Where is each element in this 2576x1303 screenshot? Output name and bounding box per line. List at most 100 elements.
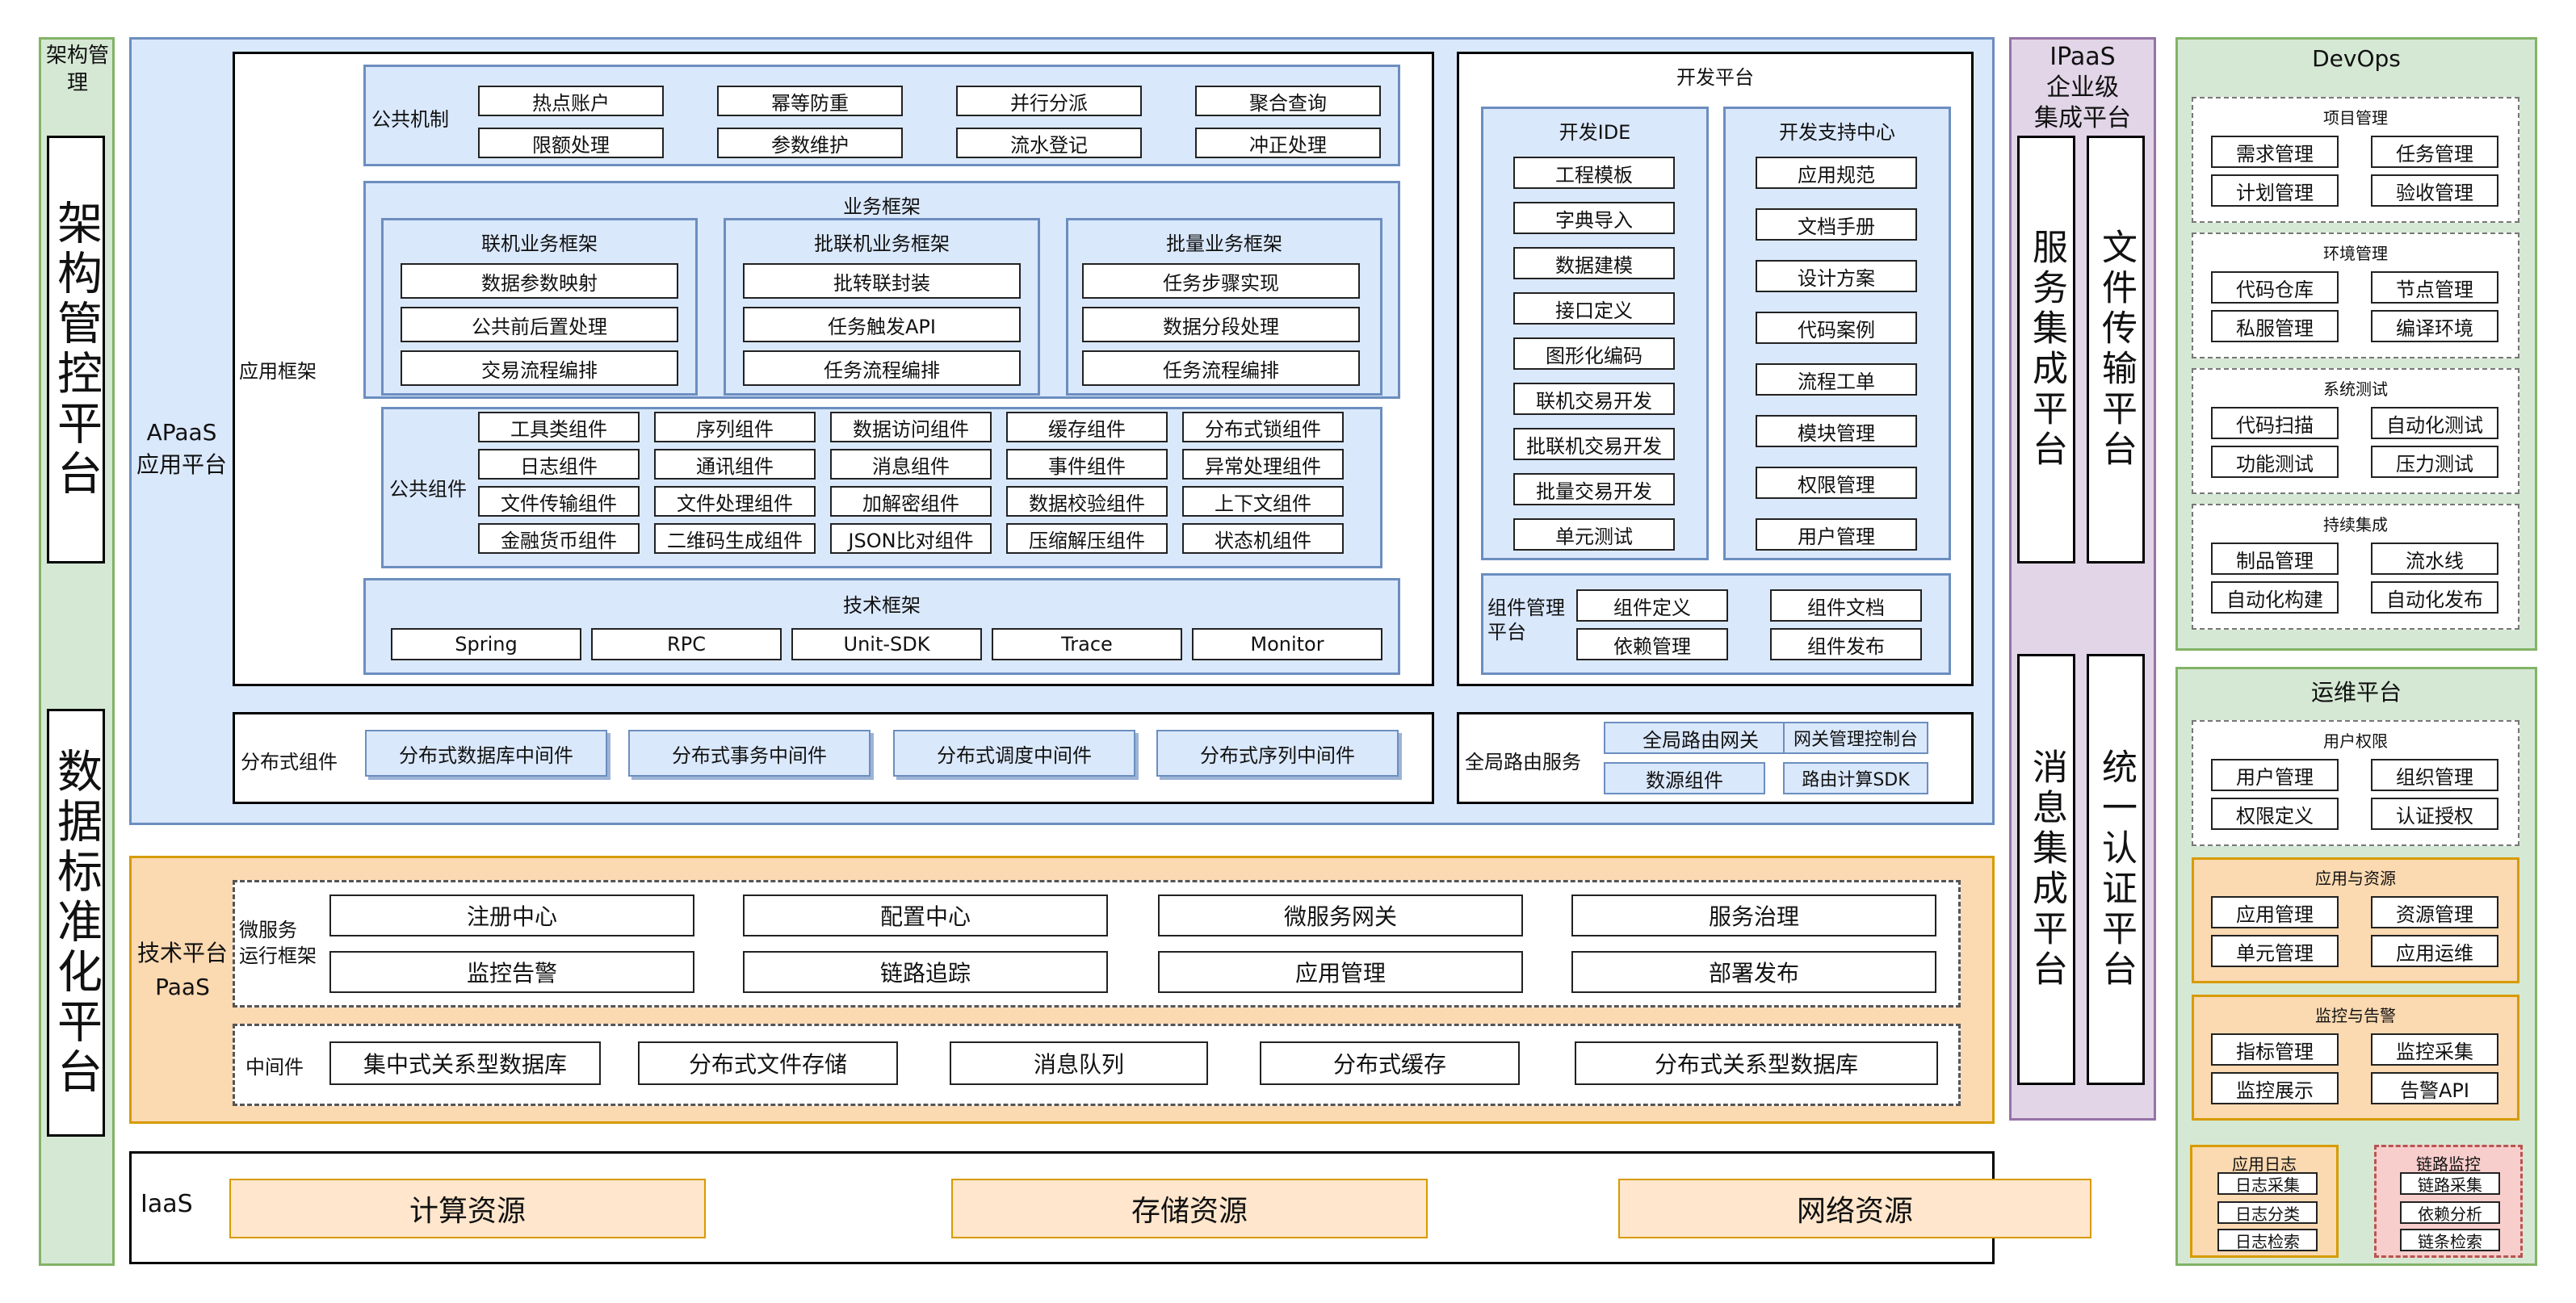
distributed-item[interactable]: 分布式事务中间件 [628,730,871,777]
dev-ide-item[interactable]: 批联机交易开发 [1513,428,1675,460]
business-item[interactable]: 数据分段处理 [1082,307,1360,342]
devops-item[interactable]: 计划管理 [2211,174,2339,207]
dev-ide-item[interactable]: 字典导入 [1513,202,1675,234]
business-item[interactable]: 交易流程编排 [401,350,678,386]
micro-item[interactable]: 服务治理 [1571,895,1936,936]
dev-support-item[interactable]: 权限管理 [1756,467,1917,499]
trace-mon-item[interactable]: 链条检索 [2400,1229,2500,1251]
tech-framework-item[interactable]: RPC [591,628,782,660]
devops-item[interactable]: 自动化发布 [2371,581,2498,614]
business-item[interactable]: 数据参数映射 [401,263,678,299]
devops-item[interactable]: 任务管理 [2371,136,2498,168]
ops-item[interactable]: 单元管理 [2211,935,2339,967]
business-item[interactable]: 任务步骤实现 [1082,263,1360,299]
devops-item[interactable]: 编译环境 [2371,310,2498,342]
dev-support-item[interactable]: 代码案例 [1756,312,1917,344]
devops-item[interactable]: 代码扫描 [2211,407,2339,439]
business-item[interactable]: 公共前后置处理 [401,307,678,342]
component-mgmt-item[interactable]: 组件文档 [1770,589,1922,622]
public-mech-item[interactable]: 热点账户 [478,86,664,116]
public-component-item[interactable]: 缓存组件 [1006,412,1168,442]
public-mech-item[interactable]: 流水登记 [956,128,1142,158]
public-component-item[interactable]: 数据访问组件 [830,412,992,442]
public-component-item[interactable]: 工具类组件 [478,412,640,442]
devops-item[interactable]: 自动化测试 [2371,407,2498,439]
devops-item[interactable]: 需求管理 [2211,136,2339,168]
dev-support-item[interactable]: 用户管理 [1756,518,1917,551]
ops-item[interactable]: 指标管理 [2211,1033,2339,1066]
dev-support-item[interactable]: 应用规范 [1756,157,1917,189]
middleware-item[interactable]: 分布式关系型数据库 [1575,1041,1938,1085]
middleware-item[interactable]: 集中式关系型数据库 [329,1041,601,1085]
tech-framework-item[interactable]: Spring [391,628,581,660]
ops-item[interactable]: 告警API [2371,1072,2498,1104]
micro-item[interactable]: 应用管理 [1158,951,1523,993]
iaas-item[interactable]: 计算资源 [229,1179,706,1238]
public-component-item[interactable]: 文件传输组件 [478,486,640,517]
middleware-item[interactable]: 分布式文件存储 [638,1041,898,1085]
iaas-item[interactable]: 网络资源 [1618,1179,2091,1238]
dev-ide-item[interactable]: 数据建模 [1513,247,1675,279]
micro-item[interactable]: 微服务网关 [1158,895,1523,936]
middleware-item[interactable]: 消息队列 [950,1041,1208,1085]
public-component-item[interactable]: 状态机组件 [1182,523,1344,554]
dev-ide-item[interactable]: 图形化编码 [1513,337,1675,370]
app-log-item[interactable]: 日志分类 [2217,1201,2318,1224]
devops-item[interactable]: 制品管理 [2211,543,2339,575]
dev-ide-item[interactable]: 工程模板 [1513,157,1675,189]
dev-ide-item[interactable]: 联机交易开发 [1513,383,1675,415]
public-component-item[interactable]: 分布式锁组件 [1182,412,1344,442]
public-mech-item[interactable]: 聚合查询 [1195,86,1381,116]
business-item[interactable]: 批转联封装 [743,263,1021,299]
public-component-item[interactable]: 序列组件 [654,412,816,442]
ops-item[interactable]: 用户管理 [2211,759,2339,791]
ops-item[interactable]: 应用运维 [2371,935,2498,967]
app-log-item[interactable]: 日志采集 [2217,1172,2318,1195]
public-component-item[interactable]: 金融货币组件 [478,523,640,554]
dev-support-item[interactable]: 模块管理 [1756,415,1917,447]
component-mgmt-item[interactable]: 依赖管理 [1576,628,1728,660]
iaas-item[interactable]: 存储资源 [951,1179,1428,1238]
public-component-item[interactable]: JSON比对组件 [830,523,992,554]
business-item[interactable]: 任务流程编排 [1082,350,1360,386]
public-component-item[interactable]: 文件处理组件 [654,486,816,517]
micro-item[interactable]: 链路追踪 [743,951,1108,993]
dev-support-item[interactable]: 设计方案 [1756,260,1917,292]
devops-item[interactable]: 私服管理 [2211,310,2339,342]
routing-item[interactable]: 网关管理控制台 [1783,722,1928,754]
routing-item[interactable]: 数源组件 [1604,762,1765,794]
devops-item[interactable]: 自动化构建 [2211,581,2339,614]
ops-item[interactable]: 应用管理 [2211,896,2339,928]
devops-item[interactable]: 流水线 [2371,543,2498,575]
dev-ide-item[interactable]: 接口定义 [1513,292,1675,325]
business-item[interactable]: 任务触发API [743,307,1021,342]
ops-item[interactable]: 监控采集 [2371,1033,2498,1066]
dev-support-item[interactable]: 文档手册 [1756,208,1917,241]
devops-item[interactable]: 功能测试 [2211,446,2339,478]
distributed-item[interactable]: 分布式序列中间件 [1156,730,1399,777]
distributed-item[interactable]: 分布式调度中间件 [893,730,1135,777]
public-component-item[interactable]: 通讯组件 [654,449,816,480]
trace-mon-item[interactable]: 依赖分析 [2400,1201,2500,1224]
public-component-item[interactable]: 二维码生成组件 [654,523,816,554]
app-log-item[interactable]: 日志检索 [2217,1229,2318,1251]
public-component-item[interactable]: 压缩解压组件 [1006,523,1168,554]
public-component-item[interactable]: 事件组件 [1006,449,1168,480]
trace-mon-item[interactable]: 链路采集 [2400,1172,2500,1195]
micro-item[interactable]: 注册中心 [329,895,694,936]
ops-item[interactable]: 资源管理 [2371,896,2498,928]
public-mech-item[interactable]: 参数维护 [717,128,903,158]
public-mech-item[interactable]: 限额处理 [478,128,664,158]
tech-framework-item[interactable]: Unit-SDK [791,628,982,660]
devops-item[interactable]: 验收管理 [2371,174,2498,207]
component-mgmt-item[interactable]: 组件定义 [1576,589,1728,622]
dev-ide-item[interactable]: 单元测试 [1513,518,1675,551]
public-component-item[interactable]: 加解密组件 [830,486,992,517]
ops-item[interactable]: 监控展示 [2211,1072,2339,1104]
devops-item[interactable]: 节点管理 [2371,271,2498,304]
tech-framework-item[interactable]: Monitor [1192,628,1382,660]
business-item[interactable]: 任务流程编排 [743,350,1021,386]
devops-item[interactable]: 压力测试 [2371,446,2498,478]
public-component-item[interactable]: 数据校验组件 [1006,486,1168,517]
tech-framework-item[interactable]: Trace [992,628,1182,660]
